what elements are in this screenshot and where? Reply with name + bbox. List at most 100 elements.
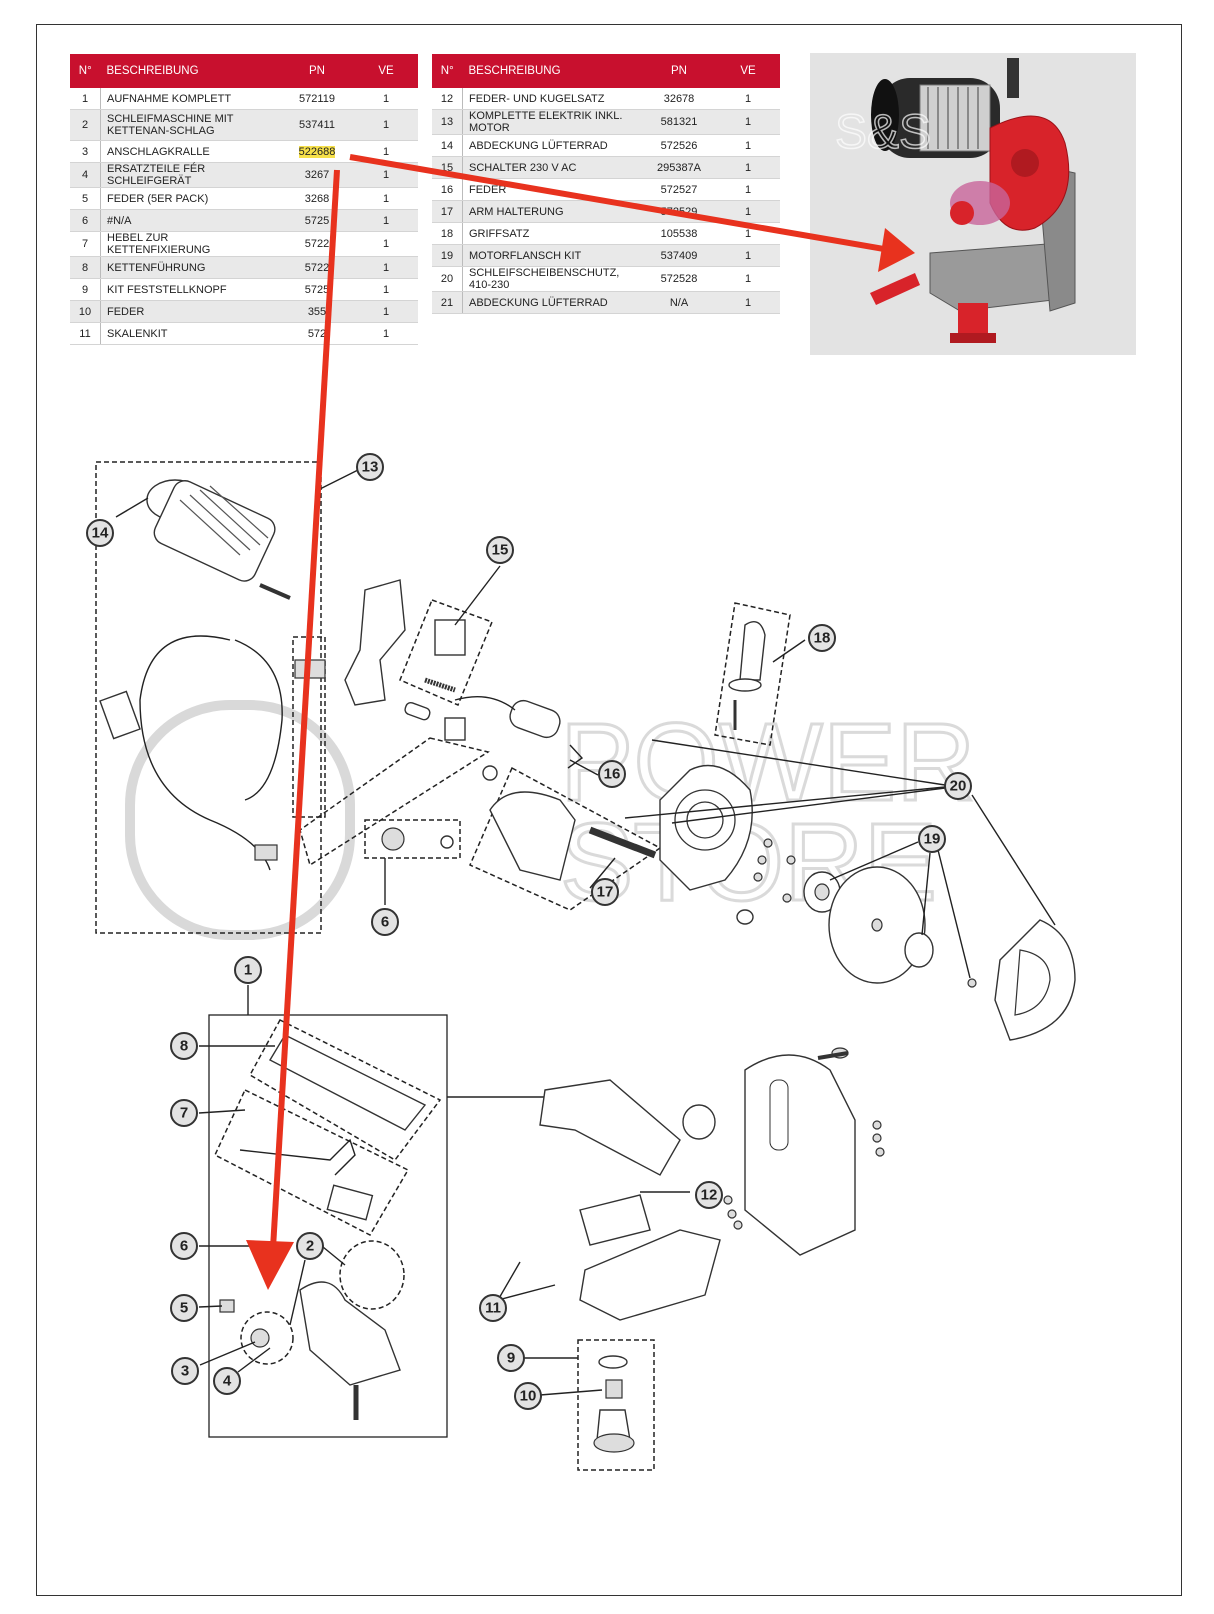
chain-guide: [269, 1034, 427, 1131]
base-assembly: [539, 1047, 856, 1321]
row-number: 5: [70, 187, 101, 210]
callout-7: 7: [170, 1099, 198, 1127]
callout-label: 18: [814, 630, 831, 647]
header-ve: VE: [716, 54, 780, 88]
callout-17: 17: [591, 878, 619, 906]
base-screws: [723, 1120, 885, 1230]
callout-8: 8: [170, 1032, 198, 1060]
group-13-box: [95, 461, 322, 934]
group-8-box: [248, 1019, 442, 1161]
callout-3: 3: [171, 1357, 199, 1385]
row-number: 21: [432, 291, 463, 314]
row-pn: 5725: [280, 278, 354, 301]
row-pn: 572526: [642, 134, 716, 157]
group-15-box: [399, 599, 493, 706]
row-number: 2: [70, 109, 101, 141]
row-ve: 1: [354, 322, 418, 345]
row-description: FEDER (5ER PACK): [100, 187, 280, 210]
row-pn: 3267: [280, 162, 354, 188]
callout-label: 7: [180, 1105, 188, 1122]
callout-label: 13: [362, 459, 379, 476]
callout-label: 16: [604, 766, 621, 783]
callout-1: 1: [234, 956, 262, 984]
row-description: ANSCHLAGKRALLE: [100, 140, 280, 163]
callout-leaders: [115, 469, 806, 1373]
row-pn: 32678: [642, 88, 716, 110]
row-ve: 1: [716, 200, 780, 223]
row-pn: 572528: [642, 266, 716, 292]
callout-20: 20: [944, 772, 972, 800]
row-ve: 1: [716, 291, 780, 314]
row-ve: 1: [716, 134, 780, 157]
row-description: ARM HALTERUNG: [462, 200, 642, 223]
row-number: 20: [432, 266, 463, 292]
arrow-to-diagram: [270, 169, 340, 1249]
callout-11: 11: [479, 1294, 507, 1322]
row-number: 4: [70, 162, 101, 188]
callout-label: 15: [492, 542, 509, 559]
wheel-housing: [659, 764, 753, 891]
callout-label: 3: [181, 1363, 189, 1380]
callout-10: 10: [514, 1382, 542, 1410]
callout-label: 4: [223, 1373, 232, 1390]
knob-part: [381, 827, 405, 851]
callout-label: 19: [924, 831, 941, 848]
leader-lines-20-19: [624, 739, 1056, 979]
header-pn: PN: [642, 54, 716, 88]
callout-12: 12: [695, 1181, 723, 1209]
mounting-plate: [744, 1054, 856, 1256]
row-pn: 537409: [642, 244, 716, 267]
callout-6-lower: 6: [170, 1232, 198, 1260]
row-ve: 1: [716, 156, 780, 179]
photo-watermark: S&S: [835, 106, 931, 159]
row-ve: 1: [716, 244, 780, 267]
power-cord: [139, 635, 271, 871]
row-description: #N/A: [100, 209, 280, 232]
row-number: 12: [432, 88, 463, 110]
group-18-box: [714, 602, 791, 746]
callout-2: 2: [296, 1232, 324, 1260]
row-ve: 1: [354, 88, 418, 110]
row-description: FEDER- UND KUGELSATZ: [462, 88, 642, 110]
chain-grinder-illustration: S&S: [810, 53, 1136, 355]
callout-16: 16: [598, 760, 626, 788]
callout-label: 6: [180, 1238, 188, 1255]
callout-18: 18: [808, 624, 836, 652]
row-description: AUFNAHME KOMPLETT: [100, 88, 280, 110]
row-pn: 581321: [642, 109, 716, 135]
row-number: 17: [432, 200, 463, 223]
callout-label: 6: [381, 914, 389, 931]
row-description: KOMPLETTE ELEKTRIK INKL. MOTOR: [462, 109, 642, 135]
row-ve: 1: [354, 209, 418, 232]
scale-plate: [579, 1229, 721, 1321]
row-ve: 1: [354, 109, 418, 141]
row-ve: 1: [354, 256, 418, 279]
group-6-upper-box: [364, 819, 461, 859]
chain-lever: [239, 1138, 356, 1176]
row-pn: 572527: [642, 178, 716, 201]
grinder-base-part: [299, 1281, 401, 1386]
watermark-shape: [125, 700, 355, 940]
callout-label: 1: [244, 962, 252, 979]
callout-4: 4: [213, 1367, 241, 1395]
row-ve: 1: [354, 231, 418, 257]
row-pn: 5722: [280, 256, 354, 279]
header-no: N°: [432, 54, 463, 88]
row-pn: 355: [280, 300, 354, 323]
row-description: MOTORFLANSCH KIT: [462, 244, 642, 267]
row-pn: 572: [280, 322, 354, 345]
row-description: ERSATZTEILE FÉR SCHLEIFGERÄT: [100, 162, 280, 188]
callout-label: 10: [520, 1388, 537, 1405]
row-number: 1: [70, 88, 101, 110]
row-ve: 1: [716, 109, 780, 135]
